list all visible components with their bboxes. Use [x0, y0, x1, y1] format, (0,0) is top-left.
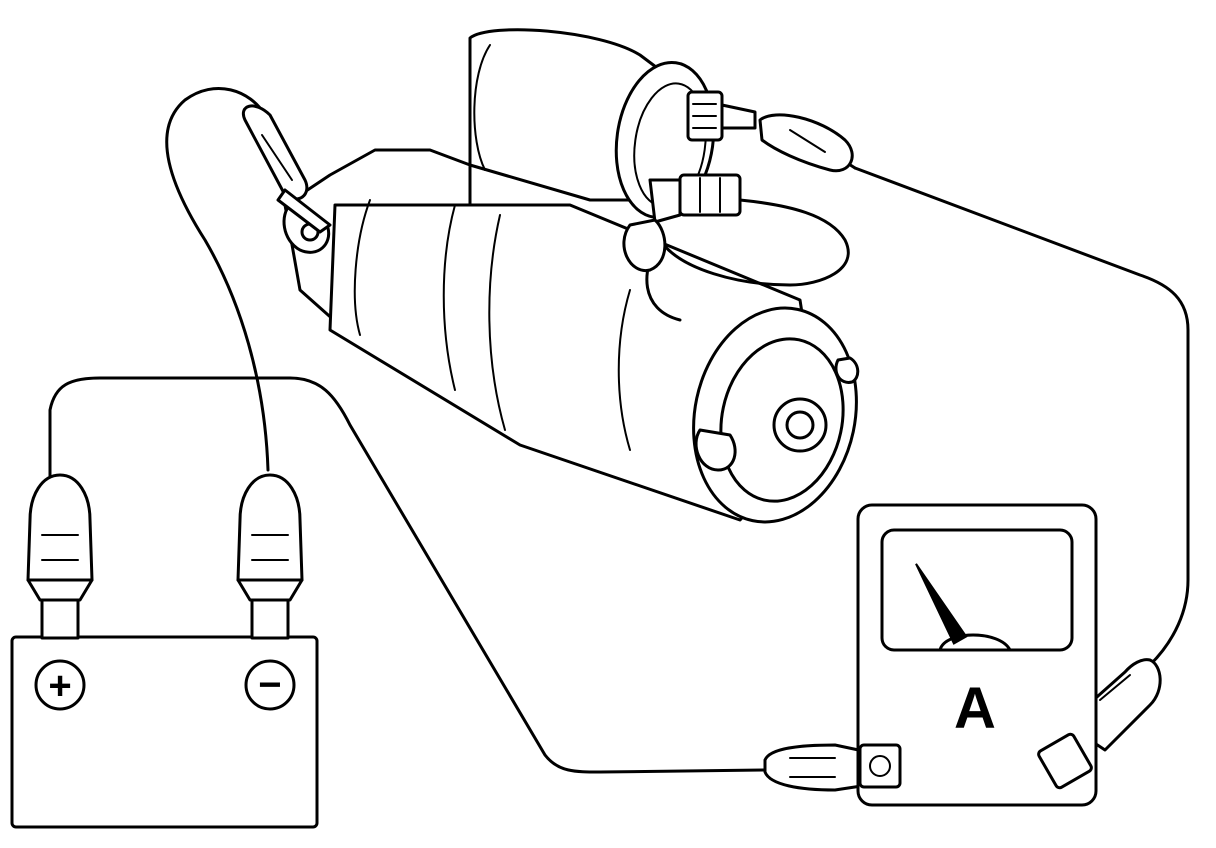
solenoid-terminal-lower [648, 173, 742, 224]
battery-positive-clip [26, 473, 94, 640]
ammeter-terminal-right [1037, 732, 1093, 790]
front-end-cap-inner [719, 337, 845, 503]
ammeter-needle [915, 563, 968, 645]
battery-negative-clip [236, 473, 304, 640]
ammeter-terminal-left-nut [869, 755, 891, 777]
wire-positive-to-ammeter [48, 376, 767, 774]
positive-symbol: + [48, 664, 71, 708]
negative-symbol: − [258, 663, 281, 707]
wire-ammeter-to-solenoid [853, 166, 1190, 667]
motor-body-band-2 [442, 204, 456, 391]
solenoid-clip [622, 218, 667, 272]
battery-case [10, 635, 319, 829]
battery-positive-terminal [34, 659, 86, 711]
motor-lead-strap [658, 198, 850, 287]
starter-motor [282, 28, 860, 524]
ammeter-terminal-left [858, 743, 902, 789]
clip-ammeter-left [763, 743, 870, 792]
shaft-boss-outer [772, 397, 828, 453]
battery: + − [10, 473, 319, 829]
solenoid-terminal-upper [686, 90, 757, 142]
solenoid-top-edge [473, 44, 491, 171]
ammeter-label: A [954, 676, 996, 741]
wires [48, 86, 1190, 774]
motor-body-band-1 [353, 199, 371, 336]
end-cap-nut [834, 356, 860, 384]
flange-ear [282, 203, 331, 254]
clip-solenoid-terminal [758, 113, 854, 173]
wire-negative-to-starter [165, 86, 270, 472]
motor-body-band-4 [617, 289, 631, 451]
battery-negative-terminal [244, 659, 296, 711]
end-cap-bolt [694, 428, 737, 472]
clip-starter-housing [241, 104, 332, 234]
ammeter: A [856, 503, 1098, 807]
motor-body-band-3 [488, 214, 506, 431]
shaft-boss-inner [785, 410, 815, 440]
ammeter-dial-window [880, 528, 1074, 652]
